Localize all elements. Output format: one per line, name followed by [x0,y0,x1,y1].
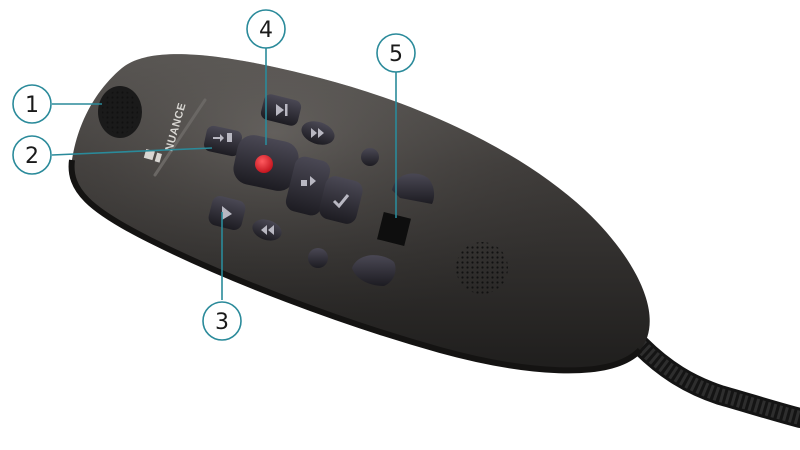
rewind-icon [261,225,274,235]
cable [630,335,800,428]
skip-end-icon [276,104,284,116]
nuance-logo-icon [143,149,162,163]
tab-icon [213,133,232,142]
callout-1-number: 1 [25,93,39,118]
button-panel [203,93,508,294]
fast-forward-button[interactable] [298,117,337,148]
tab-button[interactable] [203,125,244,158]
check-icon [332,194,350,209]
record-button[interactable] [230,132,301,194]
callout-5-number: 5 [389,42,403,67]
left-button[interactable] [207,194,247,231]
microphone-body [68,54,650,374]
record-icon [255,155,273,173]
microphone [98,86,142,138]
microphone-grille-icon [102,90,138,134]
eol-button[interactable] [392,173,435,204]
play-stop-icon [301,176,316,186]
speaker [456,242,508,294]
callout-4-number: 4 [259,18,273,43]
check-button[interactable] [317,174,365,226]
callout-4: 4 [246,9,286,49]
bottom-arc-button[interactable] [352,255,396,286]
callout-2: 2 [12,135,52,175]
callout-1: 1 [12,84,52,124]
callout-3: 3 [202,301,242,341]
touchpad-button[interactable] [377,212,411,246]
callouts [51,48,397,300]
small-round-button[interactable] [361,148,379,166]
callout-2-number: 2 [25,144,39,169]
skip-end-button[interactable] [259,93,302,127]
play-stop-button[interactable] [284,154,332,217]
callout-3-number: 3 [215,310,229,335]
callout-2-leader [51,147,213,156]
bottom-round-button[interactable] [308,248,328,268]
eol-icon [222,206,232,220]
speaker-grille-icon [456,242,508,294]
callout-5: 5 [376,33,416,73]
rewind-button[interactable] [250,216,285,244]
fast-forward-icon [311,128,324,138]
